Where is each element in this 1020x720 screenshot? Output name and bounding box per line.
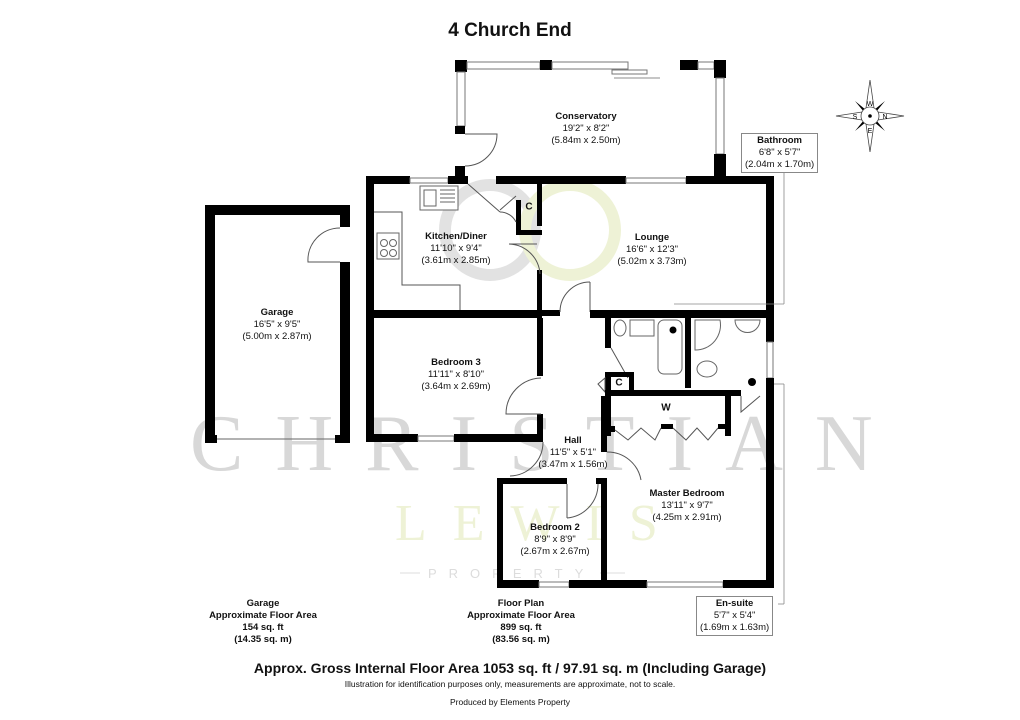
room-name: En-suite [715, 598, 754, 609]
room-conservatory: Conservatory 19'2" x 8'2" (5.84m x 2.50m… [551, 111, 620, 147]
wardrobe [605, 396, 731, 441]
compass-e: E [868, 128, 873, 135]
ensuite-basin-icon [734, 319, 761, 333]
area-sub: Approximate Floor Area [209, 610, 317, 621]
disclaimer-text: Illustration for identification purposes… [344, 679, 676, 689]
room-bedroom-3: Bedroom 3 11'11" x 8'10" (3.64m x 2.69m) [421, 357, 490, 393]
shower-icon [694, 319, 721, 351]
area-sqft: 154 sq. ft [242, 622, 284, 633]
garage-area-summary: Garage Approximate Floor Area 154 sq. ft… [209, 598, 317, 646]
room-master-bedroom: Master Bedroom 13'11" x 9'7" (4.25m x 2.… [650, 488, 725, 524]
room-metric: (4.25m x 2.91m) [652, 512, 722, 523]
room-kitchen-diner: Kitchen/Diner 11'10" x 9'4" (3.61m x 2.8… [421, 231, 490, 267]
producer-credit: Produced by Elements Property [449, 697, 570, 707]
room-name: Garage [260, 307, 294, 318]
area-sub: Approximate Floor Area [467, 610, 575, 621]
callout-bathroom: Bathroom 6'8" x 5'7" (2.04m x 1.70m) [741, 133, 819, 173]
area-label: Floor Plan [497, 598, 545, 609]
area-sqft: 899 sq. ft [500, 622, 542, 633]
room-garage: Garage 16'5" x 9'5" (5.00m x 2.87m) [242, 307, 311, 343]
ensuite-toilet-icon [696, 360, 718, 378]
kitchen-fixtures [374, 185, 461, 310]
basin-icon [629, 319, 655, 337]
watermark-lewis: LEWIS [395, 495, 684, 552]
compass-n: N [882, 114, 887, 121]
room-name: Bedroom 3 [431, 357, 481, 368]
area-label: Garage [246, 598, 280, 609]
room-imperial: 8'9" x 8'9" [534, 534, 576, 545]
room-name: Lounge [634, 232, 670, 243]
area-sqm: (83.56 sq. m) [492, 634, 550, 645]
callout-ensuite: En-suite 5'7" x 5'4" (1.69m x 1.63m) [696, 596, 774, 636]
compass-s: S [853, 114, 858, 121]
bathroom-block [597, 318, 774, 588]
gross-area-text: Approx. Gross Internal Floor Area 1053 s… [253, 660, 767, 676]
room-name: Bathroom [757, 135, 803, 146]
watermark-christian: CHRISTIAN [190, 400, 905, 488]
room-lounge: Lounge 16'6" x 12'3" (5.02m x 3.73m) [617, 232, 686, 268]
compass-w: W [867, 101, 874, 108]
cupboard-marker-kitchen: C [525, 201, 533, 213]
room-imperial: 13'11" x 9'7" [661, 500, 713, 511]
room-metric: (1.69m x 1.63m) [700, 622, 770, 633]
bath-icon [657, 319, 683, 375]
garage-walls [205, 205, 350, 443]
room-imperial: 16'5" x 9'5" [253, 319, 301, 330]
watermark-property: PROPERTY [428, 566, 595, 581]
room-name: Bedroom 2 [530, 522, 580, 533]
room-imperial: 11'5" x 5'1" [549, 447, 597, 458]
room-name: Hall [564, 435, 582, 446]
floor-plan-area-summary: Floor Plan Approximate Floor Area 899 sq… [467, 598, 575, 646]
room-bedroom-2: Bedroom 2 8'9" x 8'9" (2.67m x 2.67m) [520, 522, 589, 558]
room-metric: (5.84m x 2.50m) [551, 135, 621, 146]
room-metric: (2.67m x 2.67m) [520, 546, 590, 557]
room-imperial: 11'10" x 9'4" [430, 243, 482, 254]
room-metric: (5.00m x 2.87m) [242, 331, 312, 342]
room-metric: (5.02m x 3.73m) [617, 256, 687, 267]
room-metric: (2.04m x 1.70m) [745, 159, 815, 170]
room-imperial: 6'8" x 5'7" [758, 147, 801, 158]
room-imperial: 11'11" x 8'10" [428, 369, 484, 380]
room-name: Kitchen/Diner [425, 231, 487, 242]
room-hall: Hall 11'5" x 5'1" (3.47m x 1.56m) [538, 435, 607, 471]
room-metric: (3.47m x 1.56m) [538, 459, 608, 470]
wardrobe-marker: W [661, 402, 671, 414]
room-metric: (3.61m x 2.85m) [421, 255, 491, 266]
room-metric: (3.64m x 2.69m) [421, 381, 491, 392]
compass-icon: W E S N [835, 79, 905, 153]
cupboard-marker-hall: C [615, 377, 623, 389]
page-title: 4 Church End [448, 20, 572, 41]
room-imperial: 19'2" x 8'2" [562, 123, 610, 134]
room-name: Master Bedroom [649, 488, 725, 499]
watermark: CHRISTIAN LEWIS PROPERTY [190, 179, 905, 581]
room-imperial: 16'6" x 12'3" [625, 244, 679, 255]
lower-walls [497, 383, 785, 605]
room-imperial: 5'7" x 5'4" [713, 610, 756, 621]
toilet-icon [613, 319, 627, 337]
area-sqm: (14.35 sq. m) [234, 634, 292, 645]
room-name: Conservatory [555, 111, 617, 122]
house-walls [366, 170, 785, 442]
